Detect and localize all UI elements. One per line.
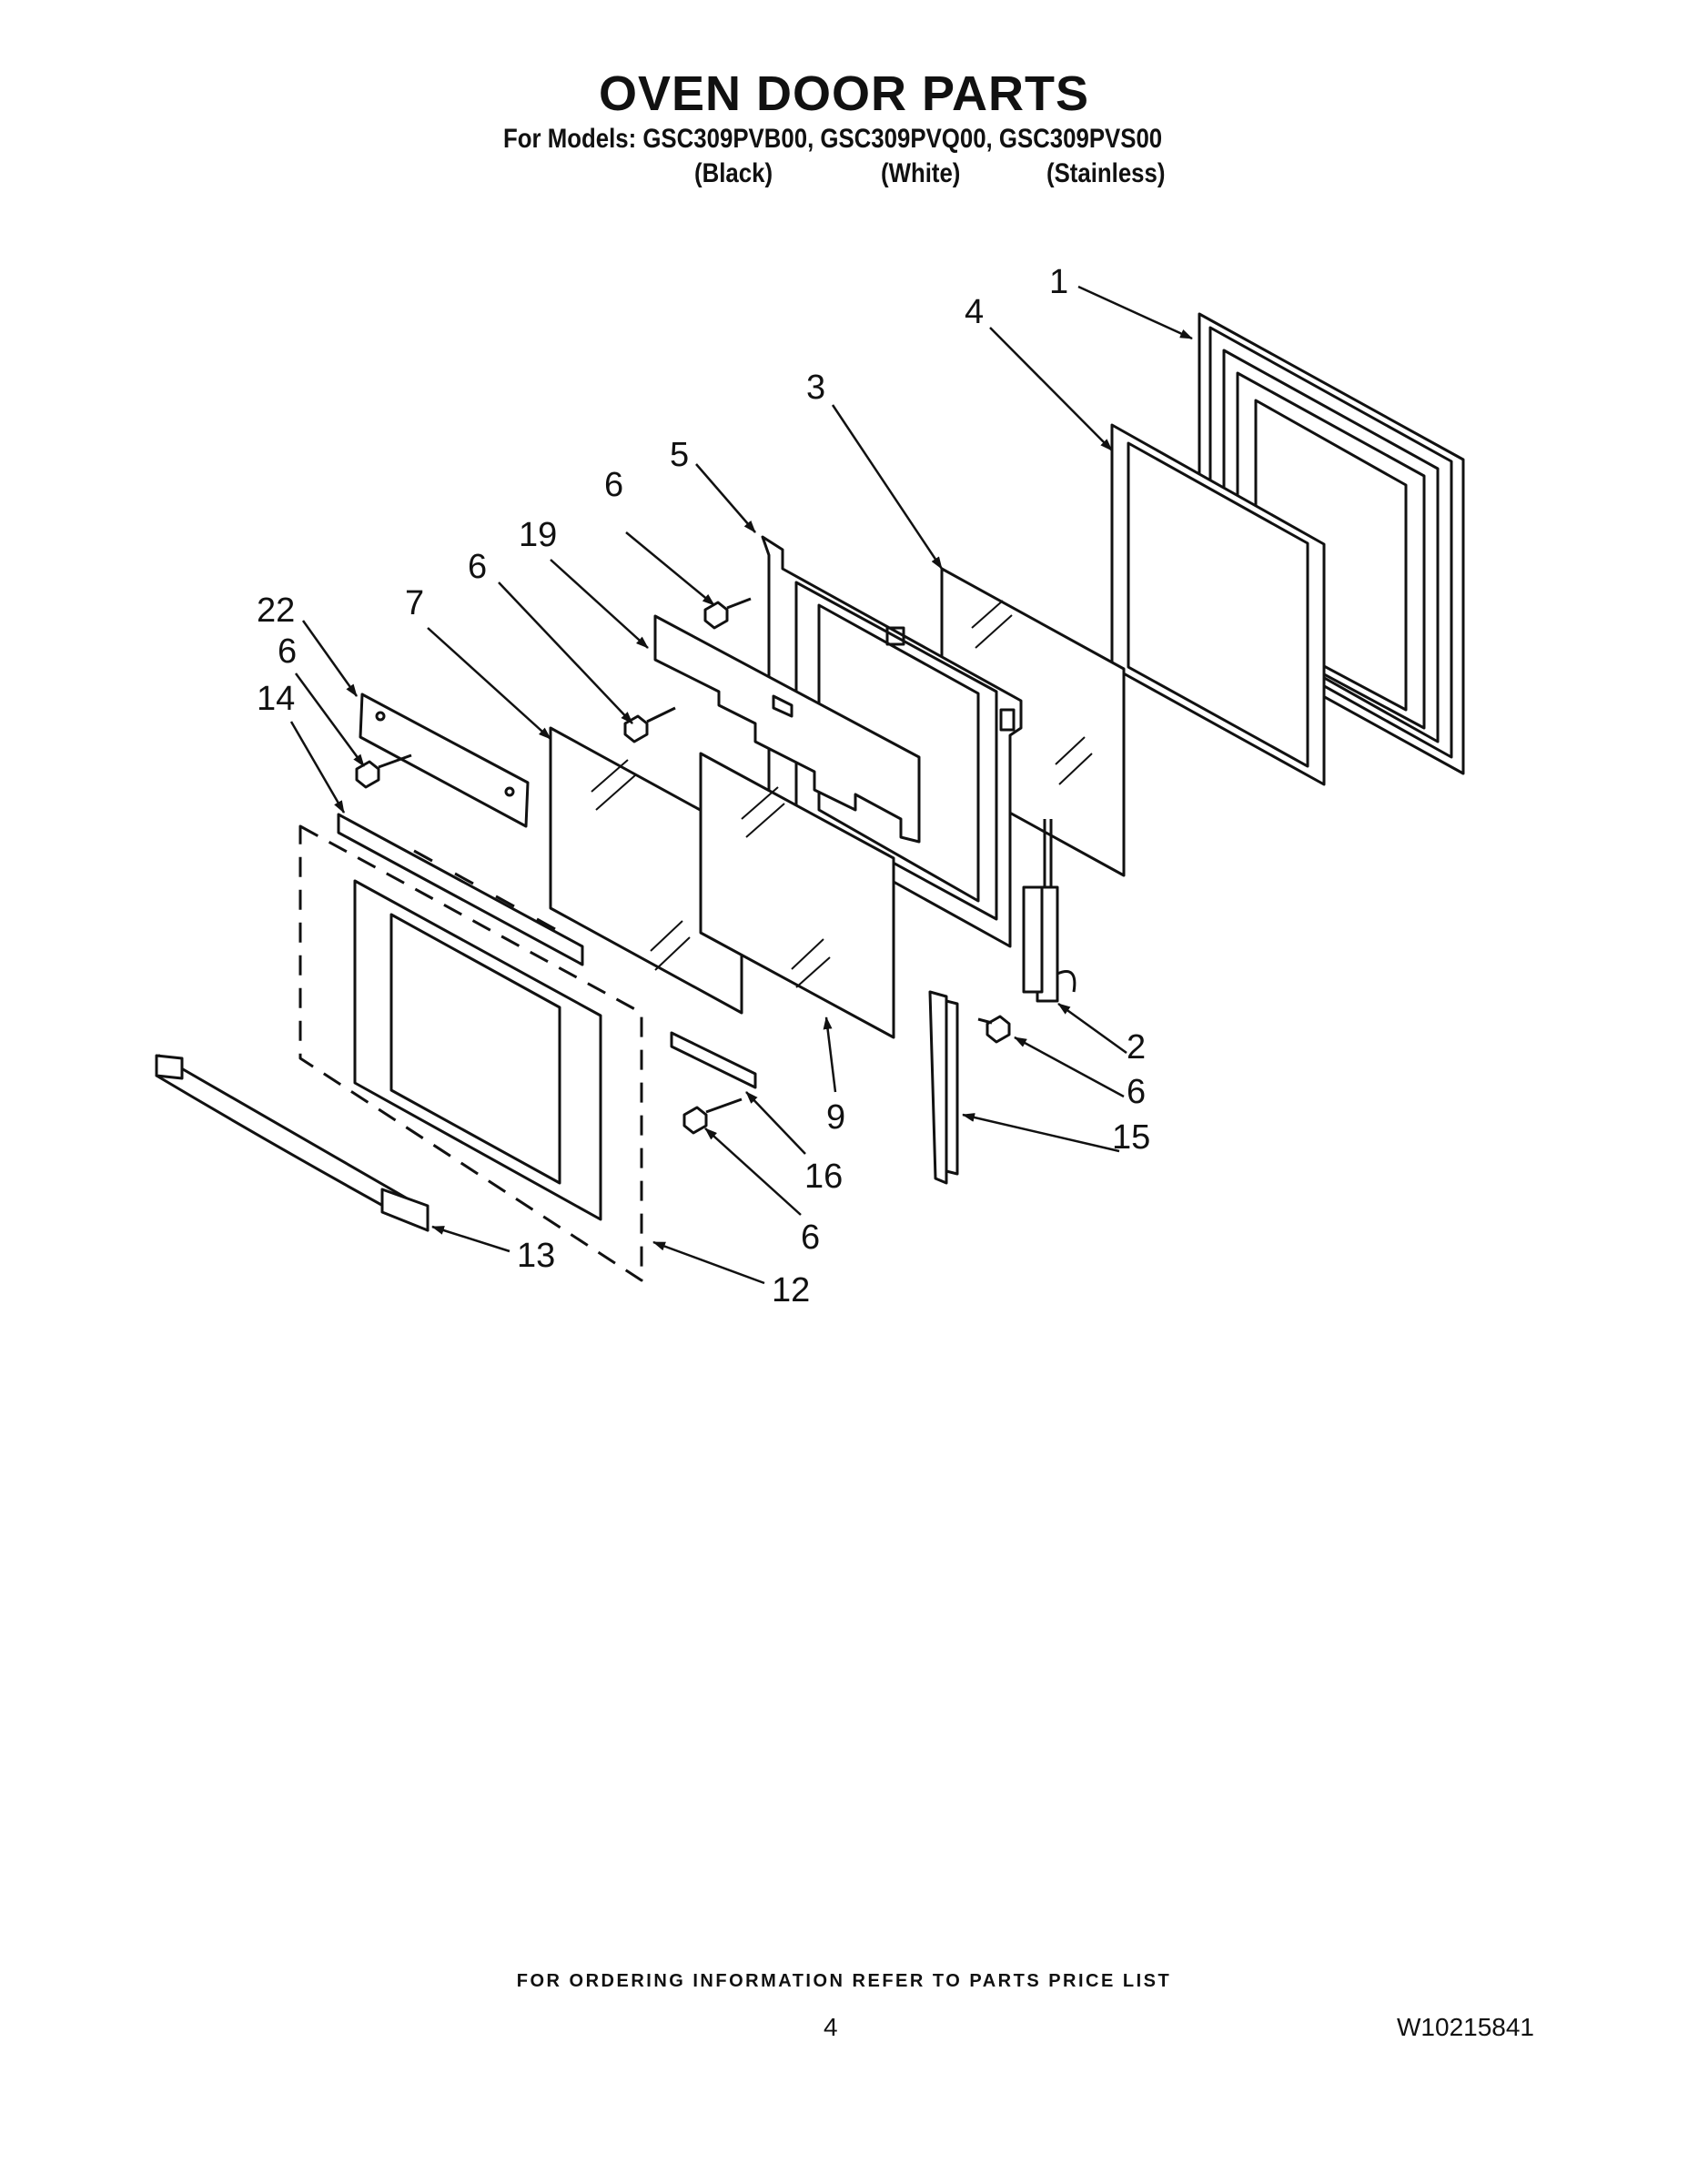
callout-14: 14 bbox=[257, 680, 295, 718]
vent-channel bbox=[337, 813, 584, 966]
callout-9: 9 bbox=[826, 1098, 845, 1137]
page-title: OVEN DOOR PARTS bbox=[598, 66, 1090, 121]
callout-labels: 1 4 3 5 6 19 6 7 22 6 14 2 6 15 9 16 6 1… bbox=[257, 263, 1150, 1309]
leader-lines bbox=[289, 285, 1193, 1285]
outer-glass-7 bbox=[549, 726, 743, 1015]
callout-6-mid: 6 bbox=[468, 548, 487, 586]
document-number: W10215841 bbox=[1397, 2013, 1535, 2041]
callout-5: 5 bbox=[670, 436, 689, 474]
screws bbox=[355, 597, 1011, 1135]
middle-glass-9 bbox=[699, 752, 895, 1039]
door-handle bbox=[155, 1054, 430, 1232]
callout-2: 2 bbox=[1127, 1028, 1146, 1067]
air-shield bbox=[653, 614, 921, 844]
callout-15: 15 bbox=[1112, 1118, 1150, 1157]
callout-12: 12 bbox=[772, 1271, 810, 1309]
door-hinge bbox=[1022, 819, 1076, 1003]
callout-6-left: 6 bbox=[278, 632, 297, 671]
callout-6-top: 6 bbox=[604, 466, 623, 504]
callout-4: 4 bbox=[965, 293, 984, 331]
callout-19: 19 bbox=[519, 516, 557, 554]
callout-22: 22 bbox=[257, 592, 295, 630]
callout-13: 13 bbox=[517, 1237, 555, 1275]
vent-bracket bbox=[670, 1031, 757, 1089]
hinge-receiver bbox=[928, 990, 959, 1185]
ordering-info-footer: FOR ORDERING INFORMATION REFER TO PARTS … bbox=[516, 1971, 1172, 1991]
color-black-label: (Black) bbox=[694, 158, 773, 188]
models-line: For Models: GSC309PVB00, GSC309PVQ00, GS… bbox=[503, 124, 1163, 154]
callout-3: 3 bbox=[806, 369, 825, 407]
callout-16: 16 bbox=[804, 1158, 843, 1196]
door-frame bbox=[1110, 423, 1326, 786]
callout-7: 7 bbox=[405, 584, 424, 622]
door-glass-assembly bbox=[298, 824, 643, 1282]
callout-6-right: 6 bbox=[1127, 1073, 1146, 1111]
color-white-label: (White) bbox=[881, 158, 961, 188]
page-number: 4 bbox=[824, 2013, 838, 2041]
color-stainless-label: (Stainless) bbox=[1046, 158, 1166, 188]
vent-trim bbox=[359, 693, 530, 828]
callout-1: 1 bbox=[1049, 263, 1068, 301]
callout-6-bottom: 6 bbox=[801, 1218, 820, 1257]
